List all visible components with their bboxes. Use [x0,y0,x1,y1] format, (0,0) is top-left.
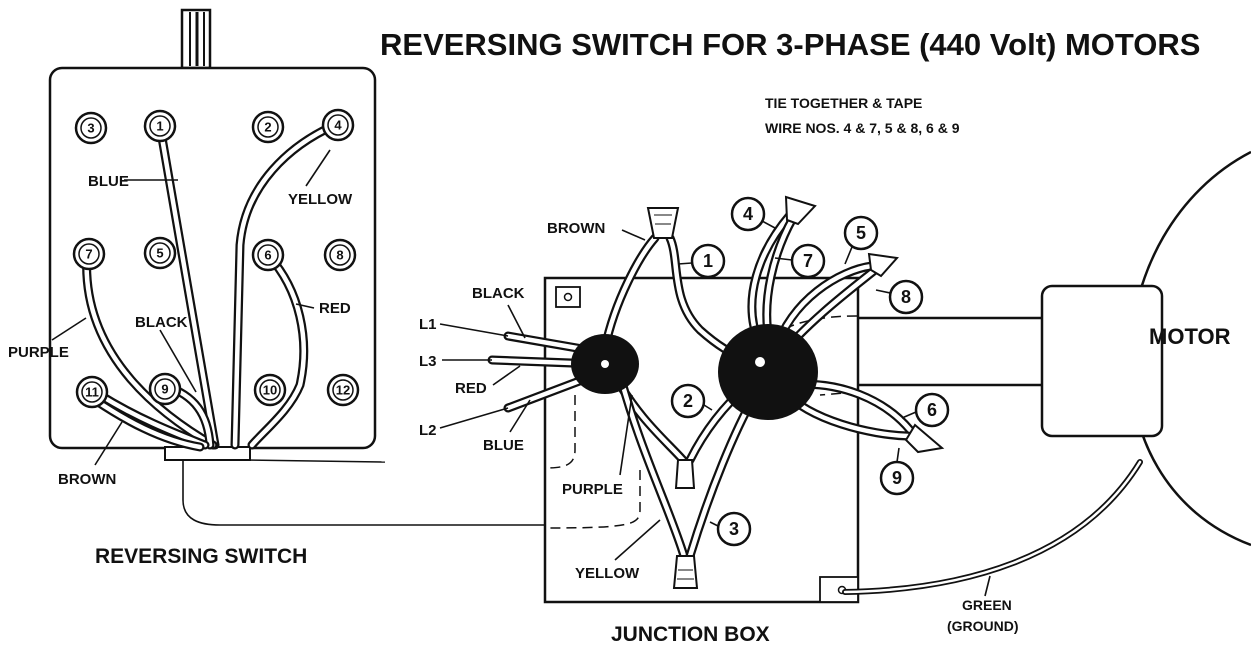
junction-grommet-right [718,324,818,420]
wire-number-7: 7 [790,243,826,279]
note-line-1: TIE TOGETHER & TAPE [765,95,922,111]
wire-nut-bottom [672,555,699,589]
junction-label-black: BLACK [472,285,525,302]
junction-label-blue: BLUE [483,437,524,454]
switch-terminal-4: 4 [321,108,355,142]
switch-label-purple: PURPLE [8,344,69,361]
wire-number-2: 2 [670,383,706,419]
wire-nut-4-7 [784,195,817,226]
svg-text:2: 2 [683,391,693,411]
junction-label-brown: BROWN [547,220,605,237]
svg-text:3: 3 [729,519,739,539]
svg-text:3: 3 [87,121,94,136]
switch-terminal-8: 8 [323,238,357,272]
svg-text:8: 8 [901,287,911,307]
motor-end-bell [1040,284,1164,438]
svg-text:9: 9 [892,468,902,488]
wire-nut-5-8 [867,252,899,278]
switch-label-yellow: YELLOW [288,191,353,208]
wire-number-1: 1 [690,243,726,279]
diagram-title: REVERSING SWITCH FOR 3-PHASE (440 Volt) … [380,27,1200,62]
junction-label-red: RED [455,380,487,397]
wire-nut-6-9 [904,423,945,454]
svg-text:1: 1 [703,251,713,271]
wire-number-9: 9 [879,460,915,496]
svg-text:6: 6 [927,400,937,420]
svg-text:10: 10 [263,383,277,398]
motor: MOTOR [1040,150,1251,547]
svg-text:9: 9 [161,382,168,397]
junction-label-l2: L2 [419,422,437,439]
junction-caption: JUNCTION BOX [611,623,770,646]
junction-label-purple: PURPLE [562,481,623,498]
ground-label-line-1: GREEN [962,597,1012,613]
svg-text:7: 7 [803,251,813,271]
svg-text:5: 5 [156,246,163,261]
note-line-2: WIRE NOS. 4 & 7, 5 & 8, 6 & 9 [765,120,960,136]
wire-number-3: 3 [716,511,752,547]
switch-terminal-3: 3 [74,111,108,145]
svg-text:12: 12 [336,383,350,398]
junction-label-l3: L3 [419,353,437,370]
switch-terminal-9: 9 [148,372,182,406]
svg-text:8: 8 [336,248,343,263]
wire-number-6: 6 [914,392,950,428]
switch-label-brown: BROWN [58,471,116,488]
junction-label-l1: L1 [419,316,437,333]
reversing-switch: 3 1 2 4 7 5 6 8 11 9 10 12 BLUE YELLOW P… [8,8,386,568]
junction-label-yellow: YELLOW [575,565,640,582]
switch-label-blue: BLUE [88,173,129,190]
switch-to-junction-cable [182,460,545,526]
wire-number-5: 5 [843,215,879,251]
switch-terminal-11: 11 [75,375,109,409]
wire-nut-middle [674,459,696,489]
switch-terminal-5: 5 [143,236,177,270]
svg-text:2: 2 [264,120,271,135]
motor-label: MOTOR [1149,324,1231,349]
wire-number-4: 4 [730,196,766,232]
ground-label-line-2: (GROUND) [947,618,1019,634]
wire-number-8: 8 [888,279,924,315]
svg-text:11: 11 [85,385,99,400]
switch-terminal-7: 7 [72,237,106,271]
svg-text:5: 5 [856,223,866,243]
switch-caption: REVERSING SWITCH [95,545,307,568]
switch-terminal-12: 12 [326,373,360,407]
svg-text:1: 1 [156,119,163,134]
switch-label-red: RED [319,300,351,317]
switch-terminal-2: 2 [251,110,285,144]
wire-nut-top [646,207,680,239]
switch-clamp [164,446,251,461]
switch-terminal-10: 10 [253,373,287,407]
switch-terminal-6: 6 [251,238,285,272]
svg-text:7: 7 [85,247,92,262]
svg-text:4: 4 [743,204,753,224]
switch-label-black: BLACK [135,314,188,331]
svg-text:4: 4 [334,118,342,133]
svg-text:6: 6 [264,248,271,263]
switch-terminal-1: 1 [143,109,177,143]
